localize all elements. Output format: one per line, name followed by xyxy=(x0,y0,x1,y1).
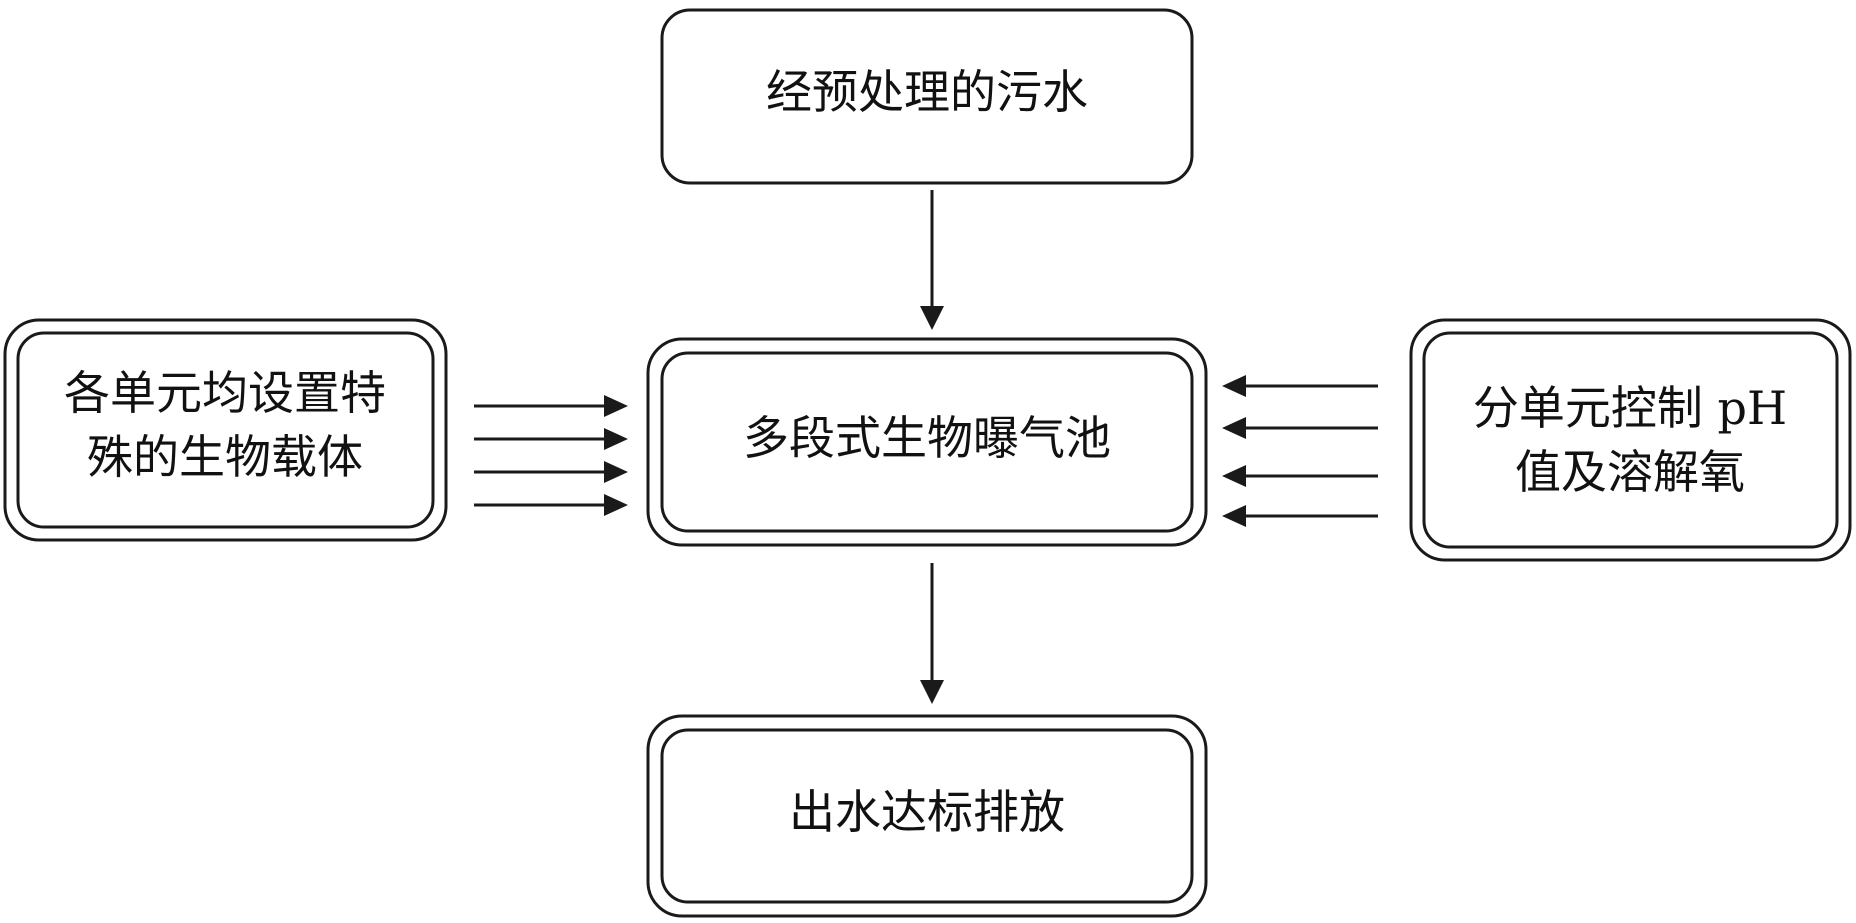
node-control-label-line2: 值及溶解氧 xyxy=(1515,445,1745,499)
node-output-outer-border xyxy=(646,714,1208,918)
arrow-control-to-tank-4-head xyxy=(1222,505,1246,527)
node-input: 经预处理的污水 xyxy=(660,8,1194,185)
arrow-carrier-to-tank-3-head xyxy=(604,461,628,483)
node-output-inner-border xyxy=(660,728,1194,904)
arrow-tank-to-output xyxy=(920,563,944,704)
node-control: 分单元控制 pH 值及溶解氧 xyxy=(1409,318,1852,562)
node-carrier-label-line1: 各单元均设置特 xyxy=(64,366,386,420)
node-tank-label: 多段式生物曝气池 xyxy=(743,411,1111,465)
node-carrier-outer-border xyxy=(3,318,448,542)
arrow-carrier-to-tank-2-head xyxy=(604,428,628,450)
arrow-tank-to-output-head xyxy=(920,680,944,704)
arrow-control-to-tank-2-head xyxy=(1222,417,1246,439)
node-carrier-label-line2: 殊的生物载体 xyxy=(87,430,363,484)
arrow-control-to-tank-3-head xyxy=(1222,465,1246,487)
node-output-label: 出水达标排放 xyxy=(789,785,1065,839)
carrier-arrows-group xyxy=(474,395,628,516)
node-carrier: 各单元均设置特 殊的生物载体 xyxy=(3,318,448,542)
node-carrier-inner-border xyxy=(16,331,435,529)
node-tank-outer-border xyxy=(646,337,1208,547)
node-input-box xyxy=(660,8,1194,185)
node-control-outer-border xyxy=(1409,318,1852,562)
node-input-label: 经预处理的污水 xyxy=(766,65,1088,119)
node-control-inner-border xyxy=(1422,331,1839,549)
node-tank-inner-border xyxy=(660,351,1194,533)
node-output: 出水达标排放 xyxy=(646,714,1208,918)
node-control-label-line1: 分单元控制 pH xyxy=(1473,381,1787,435)
node-tank: 多段式生物曝气池 xyxy=(646,337,1208,547)
arrow-carrier-to-tank-1-head xyxy=(604,395,628,417)
arrow-input-to-tank-head xyxy=(920,306,944,330)
control-arrows-group xyxy=(1222,375,1378,527)
arrow-control-to-tank-1-head xyxy=(1222,375,1246,397)
arrow-carrier-to-tank-4-head xyxy=(604,494,628,516)
arrow-input-to-tank xyxy=(920,190,944,330)
